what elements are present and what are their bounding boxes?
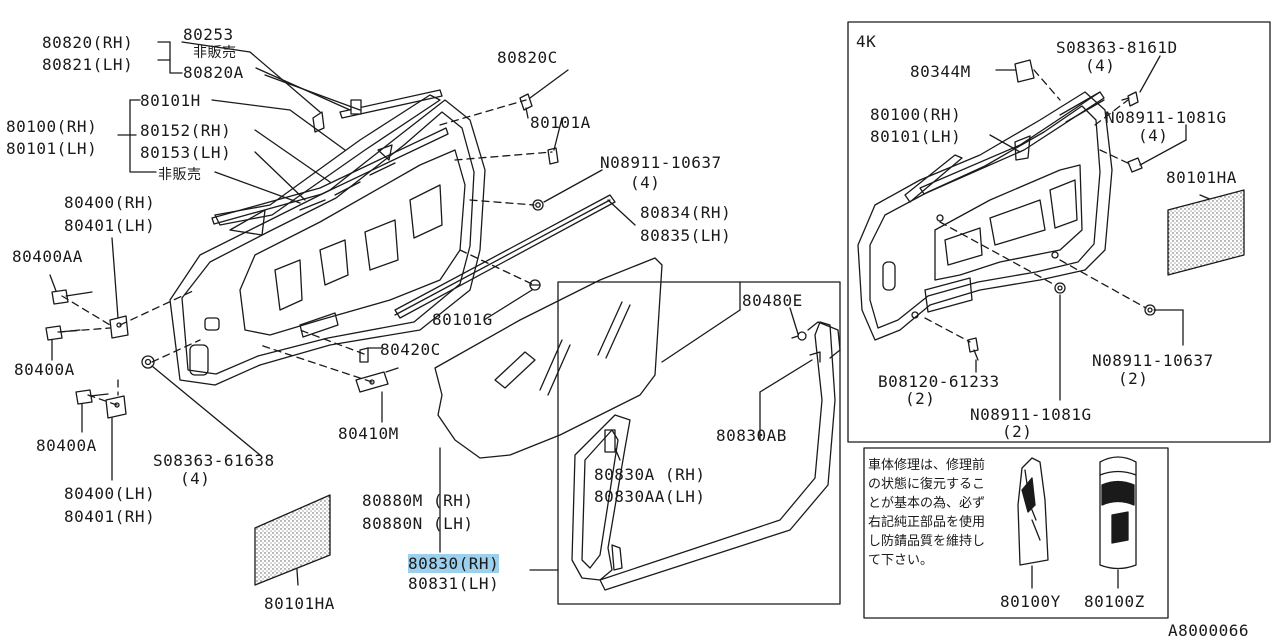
aerosol-can: [1099, 456, 1137, 589]
label-qty-4-d: (4): [1138, 126, 1169, 145]
label-80400rh: 80400(RH): [64, 193, 156, 212]
sealer-patch-left: [254, 494, 331, 586]
label-80101a: 80101A: [530, 113, 591, 132]
label-n08911-10637-right: N08911-10637: [1092, 351, 1214, 370]
label-80420c: 80420C: [380, 340, 441, 359]
diagram-code: A8000066: [1168, 621, 1250, 640]
label-qty-2-c: (2): [1002, 422, 1033, 441]
label-80253: 80253: [183, 25, 234, 44]
label-80410m: 80410M: [338, 424, 399, 443]
dashed-leaders-left: [57, 99, 553, 406]
label-80880n: 80880N (LH): [362, 514, 474, 533]
dashed-leaders-right: [924, 69, 1147, 343]
label-qty-4-b: (4): [180, 469, 211, 488]
label-s08363-8161d: S08363-8161D: [1056, 38, 1178, 57]
label-80830aa: 80830AA(LH): [594, 487, 706, 506]
label-80400aa: 80400AA: [12, 247, 83, 266]
label-80101lh: 80101(LH): [6, 139, 98, 158]
label-80344m: 80344M: [910, 62, 971, 81]
label-not-for-sale-2: 非販売: [158, 167, 202, 183]
label-not-for-sale-1: 非販売: [193, 45, 237, 61]
label-4k: 4K: [856, 32, 877, 51]
label-80101ha-right: 80101HA: [1166, 168, 1237, 187]
label-80400a-2: 80400A: [36, 436, 97, 455]
label-80400lh: 80400(LH): [64, 484, 156, 503]
label-qty-2-b: (2): [905, 389, 936, 408]
weatherstrip-box: [529, 281, 841, 605]
label-80100rh-4k: 80100(RH): [870, 105, 962, 124]
label-s08363-61638: S08363-61638: [153, 451, 275, 470]
label-b08120-61233: B08120-61233: [878, 372, 1000, 391]
notice-box: [863, 447, 1169, 619]
label-80153lh: 80153(LH): [140, 143, 232, 162]
label-80400a-1: 80400A: [14, 360, 75, 379]
label-qty-4-a: (4): [630, 173, 661, 192]
label-qty-4-c: (4): [1085, 56, 1116, 75]
label-80100z: 80100Z: [1084, 592, 1145, 611]
label-80480e: 80480E: [742, 291, 803, 310]
label-80401lh: 80401(LH): [64, 216, 156, 235]
label-80152rh: 80152(RH): [140, 121, 232, 140]
label-80830rh: 80830(RH): [408, 554, 500, 573]
sealant-tube: [1017, 457, 1049, 589]
label-80830ab: 80830AB: [716, 426, 787, 445]
label-80401rh: 80401(RH): [64, 507, 156, 526]
label-80101lh-4k: 80101(LH): [870, 127, 962, 146]
label-80831lh: 80831(LH): [408, 574, 500, 593]
label-80835lh: 80835(LH): [640, 226, 732, 245]
label-80821lh: 80821(LH): [42, 55, 134, 74]
door-shell-right: [857, 59, 1156, 361]
label-n08911-1081g-top: N08911-1081G: [1105, 108, 1227, 127]
label-80100y: 80100Y: [1000, 592, 1061, 611]
label-80830a: 80830A (RH): [594, 465, 706, 484]
label-n08911-10637-left: N08911-10637: [600, 153, 722, 172]
label-80820rh: 80820(RH): [42, 33, 134, 52]
label-80830rh-highlight: 80830(RH): [408, 554, 500, 573]
label-80834rh: 80834(RH): [640, 203, 732, 222]
label-80880m: 80880M (RH): [362, 491, 474, 510]
label-qty-2-a: (2): [1118, 369, 1149, 388]
leader-lines-right: [975, 55, 1213, 401]
4k-box: [847, 21, 1271, 443]
door-shell-left: [45, 89, 616, 419]
label-80820c: 80820C: [497, 48, 558, 67]
leader-lines-left: [49, 41, 636, 586]
sealer-patch-right: [1167, 189, 1245, 276]
label-n08911-1081g-bottom: N08911-1081G: [970, 405, 1092, 424]
label-80100rh: 80100(RH): [6, 117, 98, 136]
label-80101ha-left: 80101HA: [264, 594, 335, 613]
label-80101g: 80101G: [432, 310, 493, 329]
label-80101h: 80101H: [140, 91, 201, 110]
label-80820a: 80820A: [183, 63, 244, 82]
repair-notice: 車体修理は、修理前の状態に復元することが基本の為、必ず右記純正部品を使用し防錆品…: [868, 458, 986, 568]
